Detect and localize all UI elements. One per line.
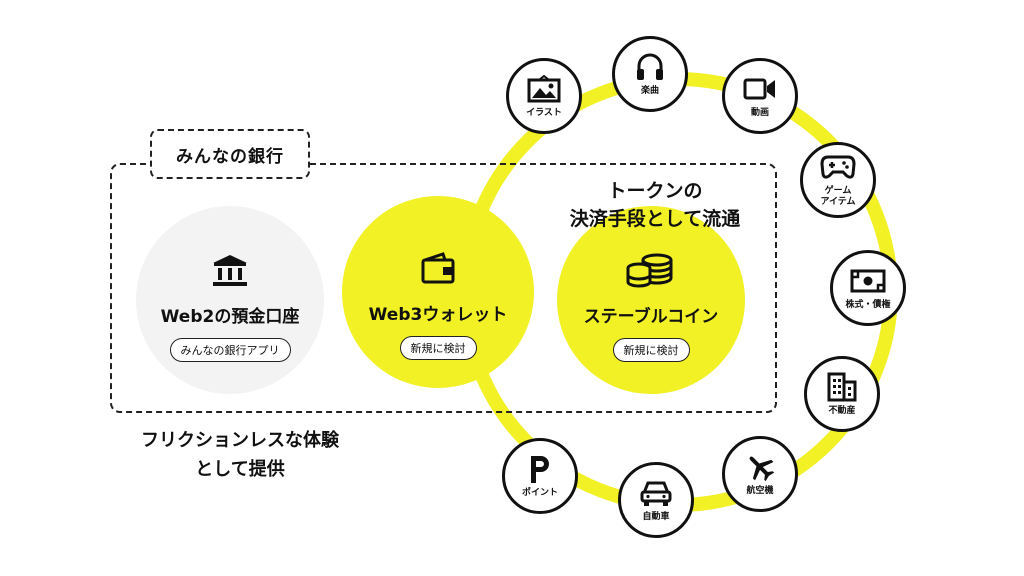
node-aircraft-label: 航空機	[746, 485, 774, 496]
node-automobile: 自動車	[618, 462, 694, 538]
parking-p-icon	[526, 454, 554, 484]
video-camera-icon	[743, 74, 777, 104]
node-automobile-label: 自動車	[642, 511, 670, 522]
node-aircraft: 航空機	[722, 436, 798, 512]
web2-badge: みんなの銀行アプリ	[169, 338, 291, 362]
picture-icon	[527, 74, 561, 104]
stablecoin-circle: ステーブルコイン 新規に検討	[557, 206, 745, 394]
token-flow-caption: トークンの 決済手段として流通	[540, 177, 770, 233]
banknote-icon	[850, 266, 886, 296]
web3-wallet-circle: Web3ウォレット 新規に検討	[342, 196, 534, 388]
node-game-item-label: ゲーム アイテム	[820, 186, 856, 207]
frictionless-line1: フリクションレスな体験	[141, 430, 339, 451]
bank-label: みんなの銀行	[150, 129, 310, 179]
frictionless-line2: として提供	[195, 459, 285, 480]
bank-building-icon	[211, 250, 249, 290]
stable-title: ステーブルコイン	[583, 307, 719, 327]
node-points: ポイント	[502, 438, 578, 514]
web3-badge: 新規に検討	[399, 336, 477, 360]
frictionless-caption: フリクションレスな体験 として提供	[110, 426, 370, 484]
node-music-label: 楽曲	[640, 85, 659, 96]
node-real-estate-label: 不動産	[828, 405, 856, 416]
web2-deposit-circle: Web2の預金口座 みんなの銀行アプリ	[136, 206, 324, 394]
bank-scope-frame	[110, 163, 777, 413]
wallet-icon	[419, 248, 457, 288]
node-illustration-label: イラスト	[526, 107, 562, 118]
node-points-label: ポイント	[521, 487, 558, 498]
node-illustration: イラスト	[506, 58, 582, 134]
web2-title: Web2の預金口座	[160, 307, 300, 327]
stable-badge: 新規に検討	[612, 338, 690, 362]
node-real-estate: 不動産	[804, 356, 880, 432]
coin-stack-icon	[625, 250, 677, 290]
node-music: 楽曲	[612, 36, 688, 112]
node-video: 動画	[722, 58, 798, 134]
airplane-icon	[744, 452, 776, 482]
headphones-icon	[635, 52, 665, 82]
token-flow-line2: 決済手段として流通	[569, 208, 741, 230]
gamepad-icon	[820, 152, 856, 182]
web3-title: Web3ウォレット	[368, 305, 508, 325]
building-icon	[826, 372, 858, 402]
node-video-label: 動画	[750, 107, 769, 118]
node-securities: 株式・債権	[830, 250, 906, 326]
node-game-item: ゲーム アイテム	[800, 142, 876, 218]
node-securities-label: 株式・債権	[845, 299, 891, 310]
token-flow-line1: トークンの	[607, 180, 703, 202]
car-icon	[639, 478, 673, 508]
